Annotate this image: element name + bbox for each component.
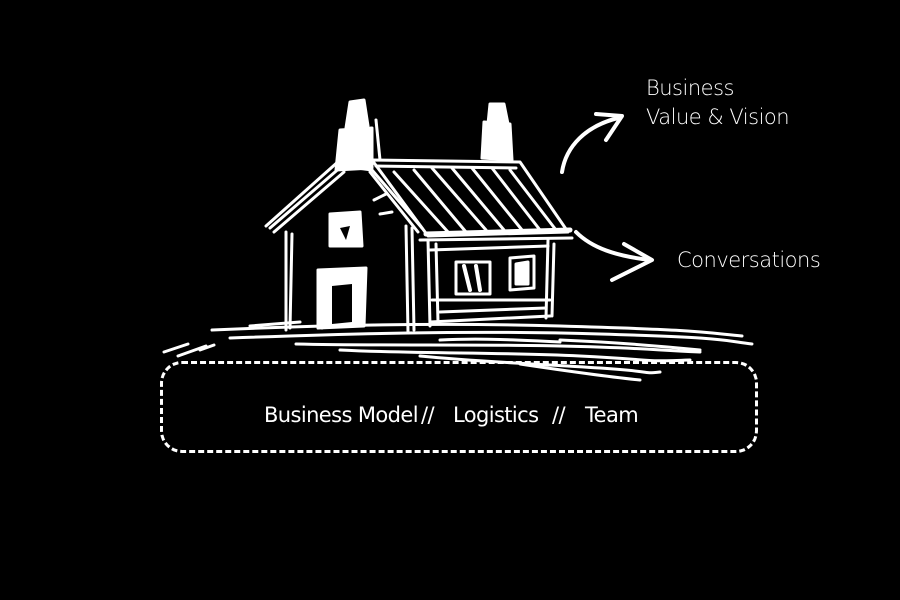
foundation-separator: // bbox=[552, 403, 566, 427]
business-value-vision-line-1: Business bbox=[646, 76, 734, 100]
foundation-item-business-model: Business Model bbox=[264, 403, 419, 427]
foundation-separator: // bbox=[421, 403, 435, 427]
house-roof bbox=[370, 158, 574, 242]
arrow-up-right-icon bbox=[560, 112, 624, 174]
house-door bbox=[316, 266, 368, 330]
arrow-right-icon bbox=[574, 230, 654, 282]
chimney-right bbox=[480, 102, 514, 162]
house-side-wall bbox=[426, 238, 556, 328]
ground-scribble bbox=[162, 320, 754, 382]
house-windows bbox=[328, 192, 536, 296]
conversations-label: Conversations bbox=[677, 248, 821, 272]
chimney-left bbox=[334, 98, 382, 172]
business-value-vision-label: Business Value & Vision bbox=[646, 74, 790, 132]
foundation-item-team: Team bbox=[585, 403, 639, 427]
business-value-vision-line-2: Value & Vision bbox=[646, 105, 790, 129]
foundation-item-logistics: Logistics bbox=[453, 403, 539, 427]
foundation-dashed-box bbox=[160, 361, 758, 453]
